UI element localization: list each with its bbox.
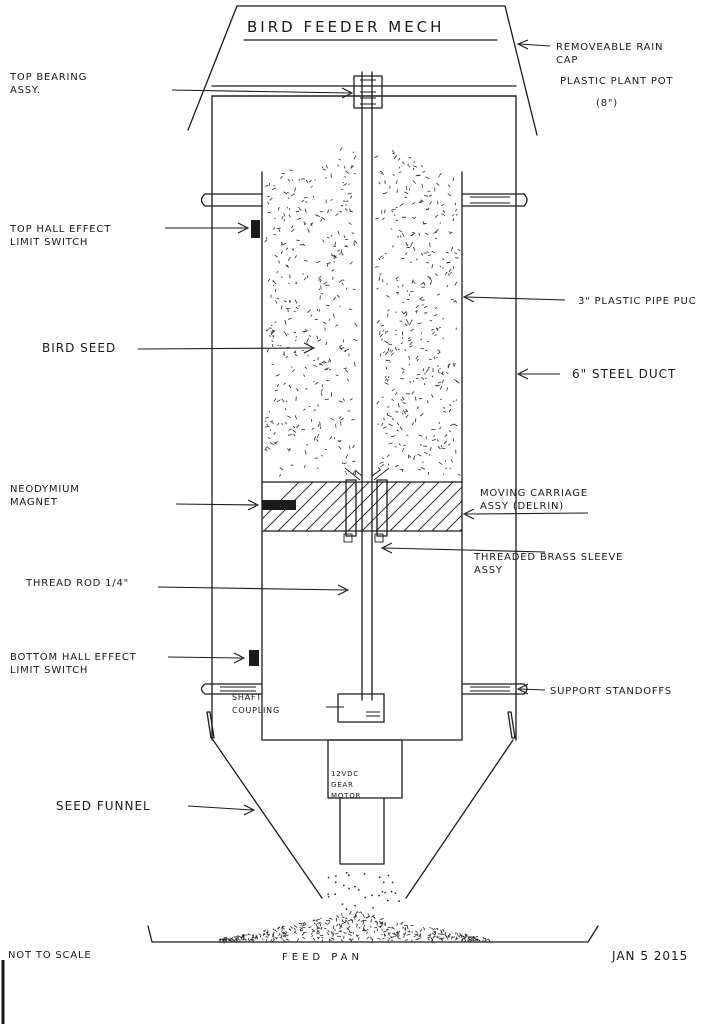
shaft-coupling	[337, 693, 385, 723]
scale-note: NOT TO SCALE	[8, 950, 91, 961]
brass-sleeve	[343, 479, 388, 543]
thread-rod-label: THREAD ROD 1/4"	[25, 578, 129, 589]
steel-duct	[211, 95, 517, 741]
seed-funnel	[206, 711, 516, 899]
bird-seed-fill	[264, 147, 461, 477]
leader-arrows	[137, 39, 589, 816]
thread-rod	[344, 71, 390, 701]
funnel-label: SEED FUNNEL	[56, 799, 151, 813]
standoffs-label: SUPPORT STANDOFFS	[550, 686, 672, 697]
feed-pan	[147, 925, 599, 943]
support-standoffs	[200, 193, 528, 695]
diagram-title: BIRD FEEDER MECH	[247, 18, 444, 36]
steel-duct-label: 6" STEEL DUCT	[572, 367, 676, 381]
top-hall-switch	[251, 220, 260, 238]
date-label: JAN 5 2015	[611, 949, 688, 963]
plant-pot-label: PLASTIC PLANT POT	[560, 76, 673, 87]
bottom-hall-switch	[249, 650, 259, 666]
rain-cap	[187, 5, 538, 136]
pipe-label: 3" PLASTIC PIPE PUC	[578, 296, 696, 307]
bird-seed-label: BIRD SEED	[42, 341, 116, 355]
top-bearing-assembly	[211, 75, 517, 109]
carriage-hatching	[262, 482, 462, 531]
gear-motor	[327, 739, 403, 865]
feed-pan-label: FEED PAN	[282, 952, 363, 963]
feed-pan-seed	[218, 871, 491, 944]
neodymium-magnet	[262, 500, 296, 510]
plant-pot-size-label: (8")	[596, 98, 618, 109]
